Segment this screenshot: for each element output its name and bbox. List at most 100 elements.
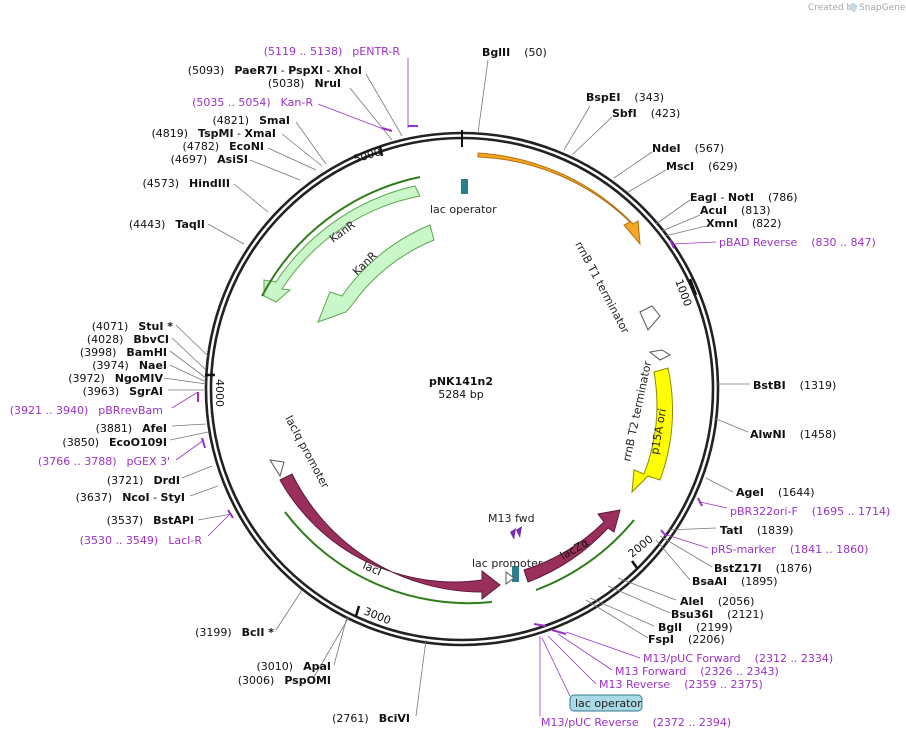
leader-bcivi bbox=[415, 639, 427, 717]
enzyme-bgli: BglI(2199) bbox=[658, 621, 733, 634]
leader-bspei bbox=[563, 105, 591, 151]
lac-promoter-label: lac promoter bbox=[472, 557, 543, 570]
laci-label: lacI bbox=[361, 559, 384, 579]
kanr-outer-strand bbox=[261, 176, 421, 297]
enzyme-afei: (3881)AfeI bbox=[96, 422, 167, 435]
m13-fwd-label: M13 fwd bbox=[488, 512, 535, 525]
primer-laci-r: (3530 .. 3549)LacI-R bbox=[80, 534, 203, 547]
pleader-pbr322ori bbox=[699, 501, 728, 509]
enzyme-msci: MscI(629) bbox=[666, 160, 738, 173]
enzyme-bbvci: (4028)BbvCI bbox=[87, 333, 169, 346]
primer-m13-reverse: M13 Reverse(2359 .. 2375) bbox=[599, 678, 763, 691]
leader-alwni bbox=[713, 417, 749, 433]
pleader-lac-op-box bbox=[541, 637, 571, 697]
tick-1000 bbox=[688, 278, 698, 296]
leader-bcli bbox=[275, 589, 303, 631]
primer-mark-pbr322ori bbox=[697, 497, 703, 507]
pleader-pbad bbox=[671, 241, 717, 245]
enzyme-taqii: (4443)TaqII bbox=[129, 218, 205, 231]
leader-ndei bbox=[613, 151, 653, 179]
pleader-m13puc-fwd bbox=[565, 631, 641, 659]
lac-operator-box bbox=[569, 694, 643, 712]
pleader-kan-r bbox=[317, 103, 387, 131]
enzyme-paer7i-pspxi-xhoi: (5093)PaeR7I - PspXI - XhoI bbox=[188, 64, 362, 77]
primer-pbrrevbam: (3921 .. 3940)pBRrevBam bbox=[10, 404, 163, 417]
enzyme-bstapi: (3537)BstAPI bbox=[107, 514, 194, 527]
snapgene-brand: SnapGene bbox=[859, 3, 906, 13]
enzyme-acui: AcuI(813) bbox=[700, 204, 771, 217]
plasmid-length: 5284 bp bbox=[438, 388, 483, 401]
created-by-text: Created by bbox=[808, 3, 858, 13]
primer-pbad-reverse: pBAD Reverse(830 .. 847) bbox=[719, 236, 876, 249]
tick-2000 bbox=[630, 560, 639, 569]
leader-hindiii bbox=[233, 183, 269, 213]
primer-mark-prs-marker bbox=[660, 529, 667, 537]
primer-mark-m13-group bbox=[551, 629, 567, 635]
leader-lines bbox=[163, 59, 750, 717]
backbone bbox=[204, 130, 720, 647]
pleader-m13-fwd bbox=[557, 633, 613, 671]
leader-drdi bbox=[181, 465, 213, 479]
primer-m13-puc-forward: M13/pUC Forward(2312 .. 2334) bbox=[643, 652, 833, 665]
enzyme-bcivi: (2761)BciVI bbox=[332, 712, 410, 725]
leader-bamhi bbox=[169, 350, 207, 379]
lacza-strand bbox=[535, 519, 635, 591]
laci-arrow bbox=[279, 473, 501, 601]
leader-xmni bbox=[664, 225, 707, 237]
enzyme-ecoo109i: (3850)EcoO109I bbox=[62, 436, 167, 449]
lacza-label: lacZα bbox=[558, 536, 591, 563]
enzyme-pspomi: (3006)PspOMI bbox=[238, 674, 331, 687]
features: lac operator KanR KanR rrnB T1 terminato… bbox=[261, 152, 674, 712]
primer-mark-laci-r bbox=[227, 509, 234, 519]
plasmid-title: pNK141n2 5284 bp bbox=[429, 375, 493, 401]
leader-msci bbox=[627, 169, 667, 193]
enzyme-bstbi: BstBI(1319) bbox=[753, 379, 836, 392]
leader-acui bbox=[661, 214, 701, 232]
pleader-prs-marker bbox=[663, 533, 709, 549]
snapgene-logo-icon bbox=[849, 3, 857, 11]
leader-alei bbox=[617, 577, 677, 601]
enzyme-fspi: FspI(2206) bbox=[648, 633, 725, 646]
enzyme-bcli: (3199)BclI * bbox=[195, 626, 274, 639]
leader-tspmi bbox=[281, 133, 323, 167]
primer-pbr322ori-f: pBR322ori-F(1695 .. 1714) bbox=[730, 505, 890, 518]
enzyme-asisi: (4697)AsiSI bbox=[171, 153, 248, 166]
primer-labels: (5119 .. 5138)pENTR-R (5035 .. 5054)Kan-… bbox=[10, 45, 891, 729]
lac-operator-box-label: lac operator bbox=[575, 697, 642, 710]
enzyme-naei: (3974)NaeI bbox=[92, 359, 167, 372]
enzyme-bsaai: BsaAI(1895) bbox=[692, 575, 778, 588]
lac-operator-top-label: lac operator bbox=[430, 203, 497, 216]
primer-m13-puc-reverse: M13/pUC Reverse(2372 .. 2394) bbox=[541, 716, 731, 729]
enzyme-ncoi-styi: (3637)NcoI - StyI bbox=[76, 491, 185, 504]
leader-eagi bbox=[655, 199, 691, 225]
leader-sbfi bbox=[571, 116, 613, 156]
pleader-laci-r bbox=[207, 513, 231, 537]
enzyme-ndei: NdeI(567) bbox=[652, 142, 724, 155]
tick-label-4000: 4000 bbox=[213, 379, 226, 407]
orange-feature-arrow bbox=[477, 152, 641, 246]
enzyme-apai: (3010)ApaI bbox=[257, 660, 331, 673]
enzyme-nrui: (5038)NruI bbox=[268, 77, 341, 90]
plasmid-name: pNK141n2 bbox=[429, 375, 493, 388]
primer-mark-pbad bbox=[669, 239, 675, 249]
leader-stui bbox=[175, 324, 209, 357]
kanr-outer-arrow bbox=[263, 185, 421, 303]
lacza-arrow bbox=[523, 509, 621, 583]
enzyme-bstz17i: BstZ17I(1876) bbox=[714, 562, 812, 575]
rrnb-t2-marker bbox=[648, 349, 672, 361]
primer-leaders bbox=[171, 58, 728, 716]
leader-bstz17i bbox=[659, 535, 713, 568]
enzyme-stui: (4071)StuI * bbox=[92, 320, 174, 333]
enzyme-agei: AgeI(1644) bbox=[736, 486, 815, 499]
leader-bbvci bbox=[171, 337, 207, 371]
primer-mark-pgex3 bbox=[201, 437, 206, 449]
laci-strand bbox=[284, 511, 493, 605]
lac-operator-top bbox=[461, 179, 468, 194]
tick-label-2000: 2000 bbox=[626, 533, 656, 561]
lac-promoter-marker bbox=[505, 571, 515, 585]
enzyme-bspei: BspEI(343) bbox=[586, 91, 664, 104]
enzyme-sgrai: (3963)SgrAI bbox=[83, 385, 163, 398]
leader-ecoo109i bbox=[169, 431, 209, 441]
leader-fspi bbox=[585, 599, 649, 639]
